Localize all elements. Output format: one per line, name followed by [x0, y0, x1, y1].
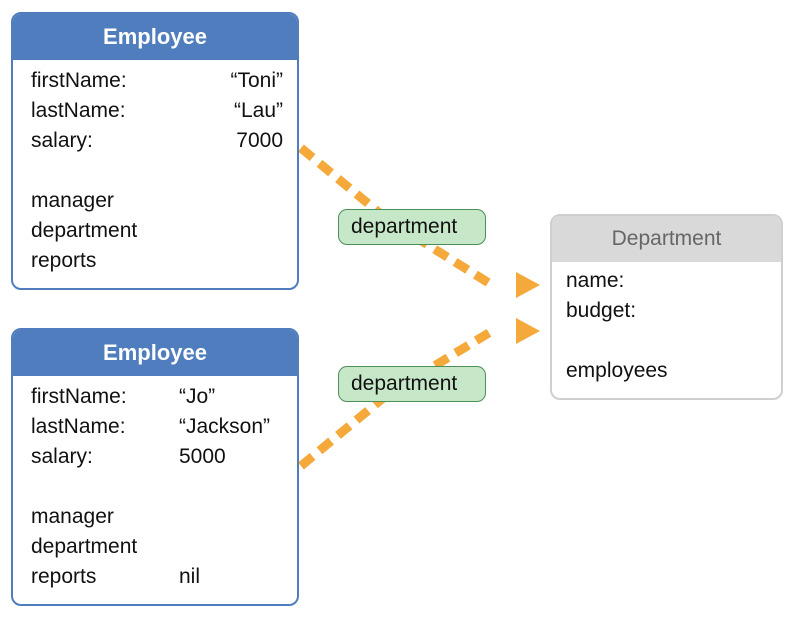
- relationship-label-reports: reports: [31, 249, 97, 272]
- relationship-label-manager: manager: [31, 189, 114, 212]
- attribute-value-firstname: “Toni”: [230, 69, 283, 92]
- relationship-label-department-2: department: [338, 366, 486, 402]
- relationship-label-manager: manager: [31, 505, 114, 528]
- attribute-label-lastname: lastName:: [31, 415, 126, 438]
- employee-entity-toni: Employee firstName: “Toni” lastName: “La…: [11, 12, 299, 290]
- relationship-label-department: department: [31, 219, 138, 242]
- attribute-label-salary: salary:: [31, 445, 93, 468]
- attribute-label-lastname: lastName:: [31, 99, 126, 122]
- relationship-label-employees: employees: [566, 359, 668, 382]
- attribute-value-lastname: “Jackson”: [179, 415, 271, 438]
- attribute-value-salary: 5000: [179, 445, 226, 468]
- entity-title: Department: [552, 216, 781, 262]
- attribute-value-lastname: “Lau”: [233, 99, 283, 122]
- entity-title: Employee: [13, 14, 297, 60]
- attribute-value-salary: 7000: [236, 129, 283, 152]
- arrow-employee2-to-department: [298, 318, 540, 470]
- relationship-label-reports: reports: [31, 565, 97, 588]
- attribute-value-firstname: “Jo”: [179, 385, 216, 408]
- arrow-employee1-to-department: [298, 144, 540, 298]
- relationship-value-reports: nil: [179, 565, 201, 588]
- attribute-label-budget: budget:: [566, 299, 637, 322]
- entity-title: Employee: [13, 330, 297, 376]
- relationship-label-department-1: department: [338, 209, 486, 245]
- attribute-label-firstname: firstName:: [31, 69, 127, 92]
- department-entity: Department name: budget: employees: [550, 214, 783, 400]
- employee-entity-jo: Employee firstName: “Jo” lastName: “Jack…: [11, 328, 299, 606]
- attribute-label-salary: salary:: [31, 129, 93, 152]
- relationship-label-department: department: [31, 535, 138, 558]
- attribute-label-firstname: firstName:: [31, 385, 127, 408]
- attribute-label-name: name:: [566, 269, 625, 292]
